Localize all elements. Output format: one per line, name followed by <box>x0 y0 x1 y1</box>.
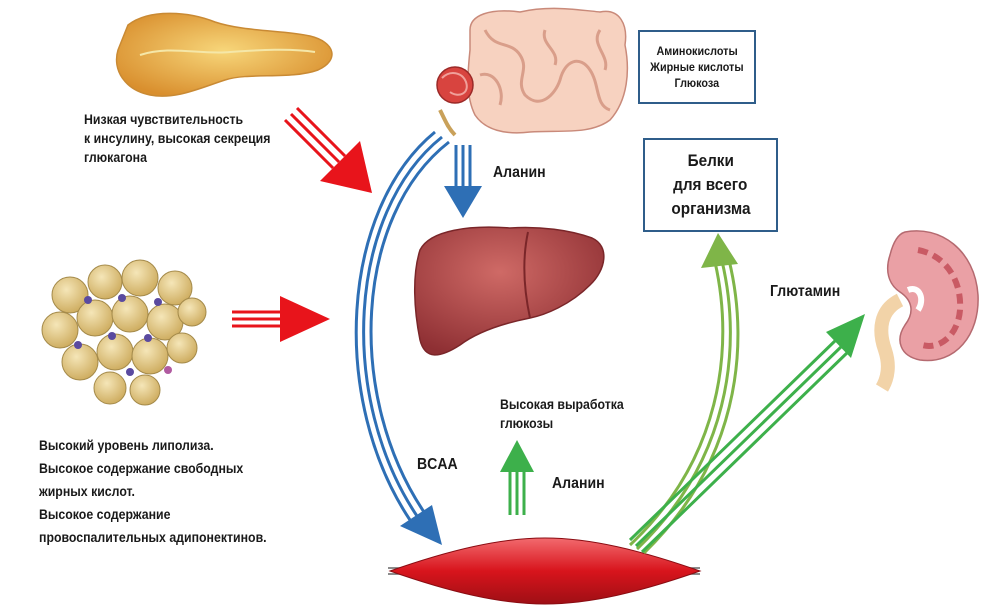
glutamine-label: Глютамин <box>770 283 841 300</box>
intestine-nutrient-3: Глюкоза <box>674 76 720 90</box>
muscle-icon <box>388 537 702 605</box>
alanine-top-label: Аланин <box>493 164 546 181</box>
bcaa-label: BCAA <box>417 456 458 473</box>
pancreas-description: Низкая чувствительность к инсулину, высо… <box>84 110 270 167</box>
adipose-line-4: Высокое содержание <box>39 506 171 522</box>
kidney-icon <box>874 230 979 392</box>
pancreas-line-2: к инсулину, высокая секреция <box>84 130 271 146</box>
glucose-line-1: Высокая выработка <box>500 396 624 412</box>
bcaa-to-muscle-arrow <box>354 130 450 545</box>
pancreas-line-1: Низкая чувствительность <box>84 111 244 127</box>
muscle-to-proteins-arrow <box>628 233 740 555</box>
pancreas-icon <box>115 12 333 97</box>
alanine-from-muscle-arrow <box>500 440 534 515</box>
proteins-line-3: организма <box>670 199 751 218</box>
glucose-production-text: Высокая выработка глюкозы <box>500 395 624 433</box>
pancreas-to-liver-arrow <box>283 106 372 193</box>
adipose-line-1: Высокий уровень липолиза. <box>39 437 214 453</box>
body-proteins-box: Белки для всего организма <box>643 138 778 232</box>
proteins-line-2: для всего <box>673 175 748 194</box>
intestine-nutrient-1: Аминокислоты <box>656 44 738 58</box>
liver-icon <box>414 226 605 356</box>
glutamine-to-kidney-arrow <box>628 314 865 554</box>
alanine-bottom-label: Аланин <box>552 475 605 492</box>
intestine-nutrients-box: Аминокислоты Жирные кислоты Глюкоза <box>638 30 756 104</box>
adipose-tissue-icon <box>41 259 207 406</box>
intestine-icon <box>436 7 629 137</box>
adipose-line-3: жирных кислот. <box>39 483 135 499</box>
adipose-line-5: провоспалительных адипонектинов. <box>39 529 267 545</box>
glucose-line-2: глюкозы <box>500 415 554 431</box>
pancreas-line-3: глюкагона <box>84 149 147 165</box>
adipose-line-2: Высокое содержание свободных <box>39 460 244 476</box>
adipose-to-liver-arrow <box>232 296 330 342</box>
intestine-nutrient-2: Жирные кислоты <box>650 60 744 74</box>
adipose-description: Высокий уровень липолиза. Высокое содерж… <box>39 434 267 549</box>
alanine-to-liver-arrow <box>444 145 482 218</box>
proteins-line-1: Белки <box>687 151 734 170</box>
